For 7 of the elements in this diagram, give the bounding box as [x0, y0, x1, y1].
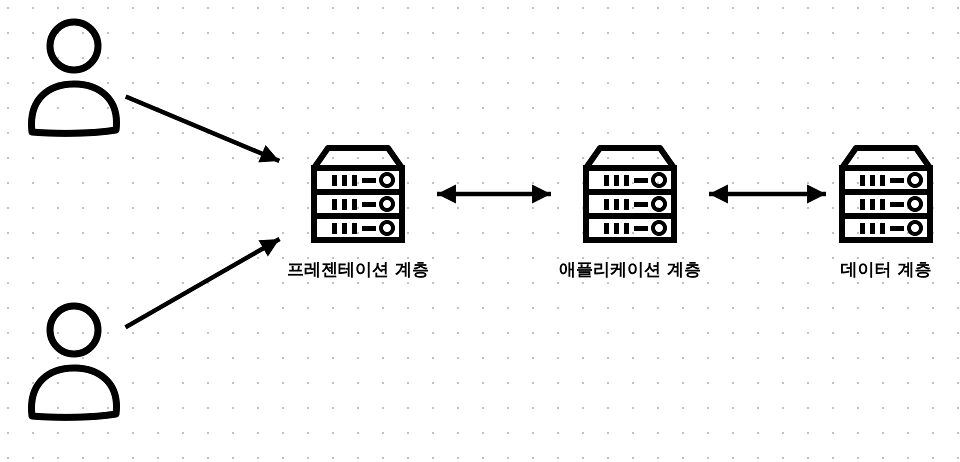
arrow	[124, 237, 281, 330]
arrow	[124, 94, 280, 164]
arrow	[709, 184, 826, 204]
layer-label: 애플리케이션 계층	[559, 260, 701, 280]
layer-label: 프레젠테이션 계층	[287, 260, 429, 280]
layer-label: 데이터 계층	[840, 260, 932, 280]
arrow	[437, 184, 551, 204]
